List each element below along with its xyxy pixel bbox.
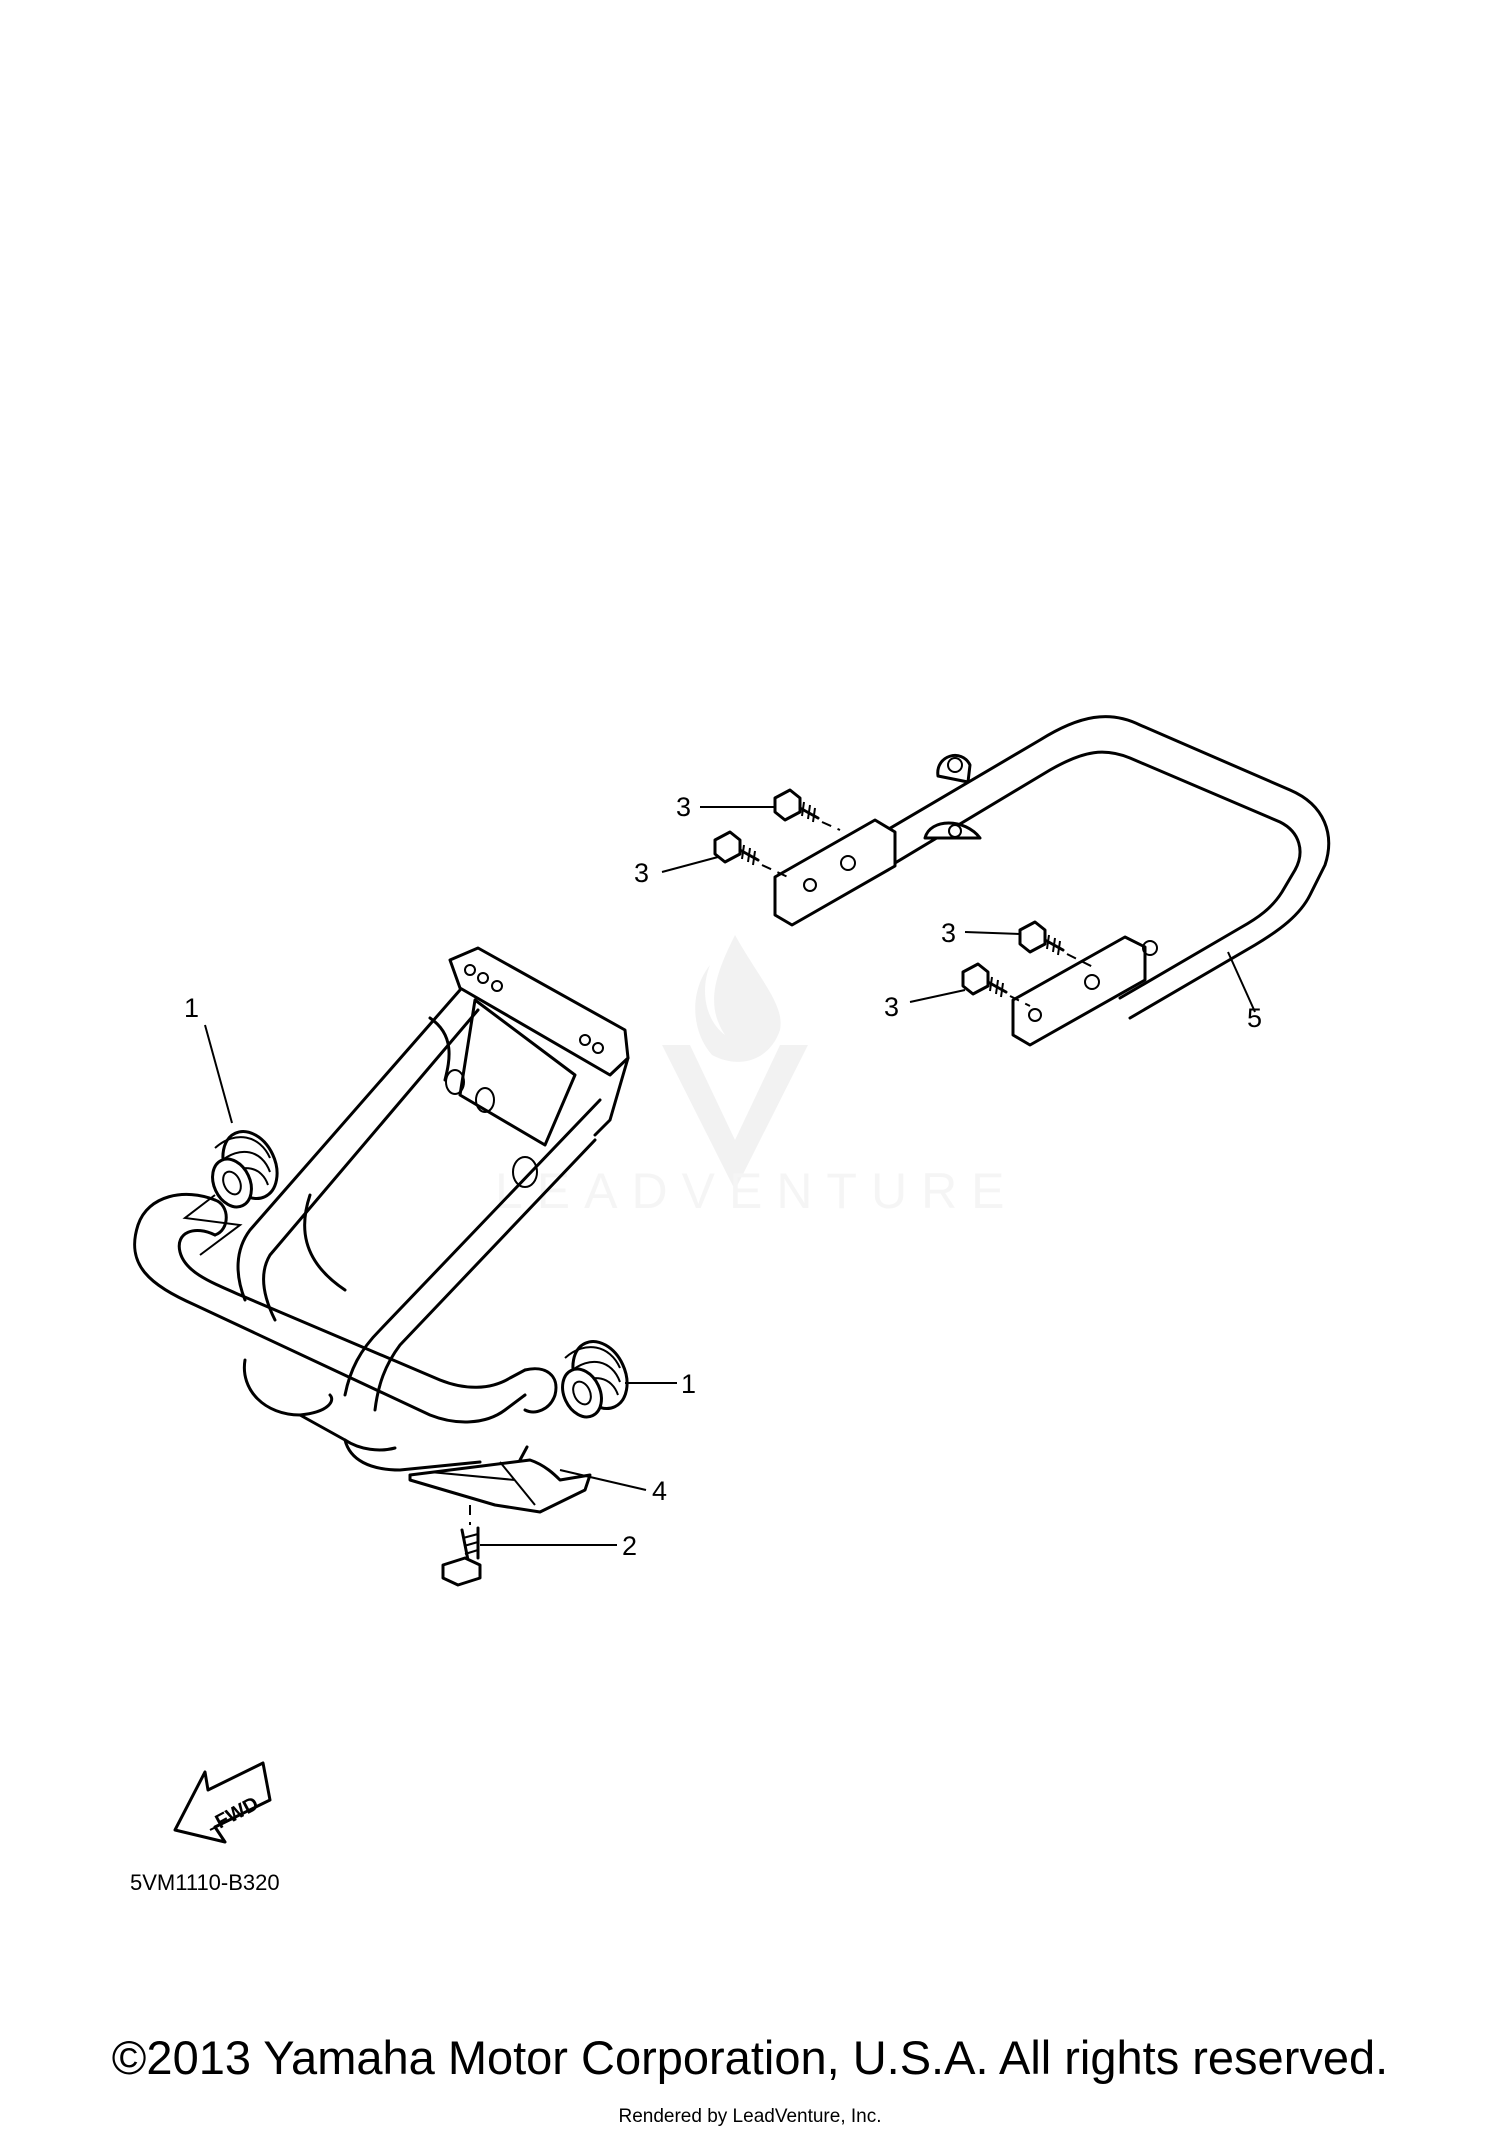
callout-3-d: 3 [884, 992, 899, 1022]
callout-2: 2 [622, 1531, 637, 1561]
diagram-part-code: 5VM1110-B320 [130, 1870, 280, 1895]
bolt-3a [773, 788, 841, 831]
callout-4: 4 [652, 1476, 667, 1506]
watermark-text: LEADVENTURE [495, 1163, 1019, 1219]
callout-3-c: 3 [941, 918, 956, 948]
bolt-3c [1018, 920, 1096, 969]
callout-3-a: 3 [676, 792, 691, 822]
callout-3-b: 3 [634, 858, 649, 888]
callout-1-bottom: 1 [681, 1369, 696, 1399]
watermark-logo: LEADVENTURE [495, 935, 1019, 1219]
grommet-1b [561, 1340, 629, 1419]
callout-5: 5 [1247, 1003, 1262, 1033]
copyright-text: ©2013 Yamaha Motor Corporation, U.S.A. A… [111, 2031, 1389, 2084]
grab-bar [773, 715, 1331, 1047]
front-bumper [133, 946, 630, 1514]
bolt-3d [961, 962, 1031, 1007]
rendered-by-text: Rendered by LeadVenture, Inc. [618, 2106, 882, 2127]
leader-lines [204, 806, 1256, 1546]
bolt-3b [713, 830, 791, 879]
grommet-1a [182, 1130, 279, 1256]
callout-1-top: 1 [184, 993, 199, 1023]
bolt-2 [441, 1505, 482, 1587]
fwd-arrow-icon: FWD [173, 1761, 272, 1844]
